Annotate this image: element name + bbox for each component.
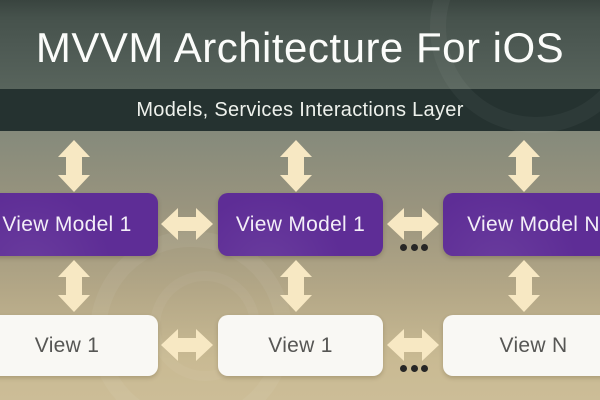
models-services-layer-bar: Models, Services Interactions Layer: [0, 89, 600, 131]
view-2-label: View 1: [268, 333, 333, 357]
double-arrow-vertical-icon: [508, 260, 540, 312]
ellipsis-dots: [400, 244, 428, 251]
view-model-1-label: View Model 1: [2, 212, 132, 236]
view-n-box: View N: [443, 315, 600, 376]
double-arrow-horizontal-icon: [161, 329, 213, 361]
double-arrow-vertical-icon: [508, 140, 540, 192]
page-title: MVVM Architecture For iOS: [35, 23, 565, 71]
view-model-1-box: View Model 1: [0, 193, 158, 256]
view-model-n-label: View Model N: [467, 212, 600, 236]
view-1-box: View 1: [0, 315, 158, 376]
double-arrow-horizontal-icon: [161, 208, 213, 240]
view-1-label: View 1: [34, 333, 100, 357]
header-bar: MVVM Architecture For iOS: [0, 0, 600, 89]
dot: [410, 365, 418, 372]
view-n-label: View N: [499, 333, 568, 357]
models-services-layer-label: Models, Services Interactions Layer: [136, 98, 464, 121]
double-arrow-vertical-icon: [58, 140, 90, 192]
ellipsis-dots: [400, 365, 428, 372]
double-arrow-vertical-icon: [58, 260, 90, 312]
dot: [421, 244, 428, 251]
double-arrow-vertical-icon: [280, 140, 312, 192]
double-arrow-horizontal-icon: [387, 208, 439, 240]
view-model-2-box: View Model 1: [218, 193, 383, 256]
dot: [400, 365, 407, 372]
view-model-2-label: View Model 1: [235, 212, 366, 236]
dot: [421, 365, 428, 372]
view-2-box: View 1: [218, 315, 383, 376]
double-arrow-vertical-icon: [280, 260, 312, 312]
double-arrow-horizontal-icon: [387, 329, 439, 361]
view-model-n-box: View Model N: [443, 193, 600, 256]
dot: [410, 244, 418, 251]
dot: [400, 244, 407, 251]
